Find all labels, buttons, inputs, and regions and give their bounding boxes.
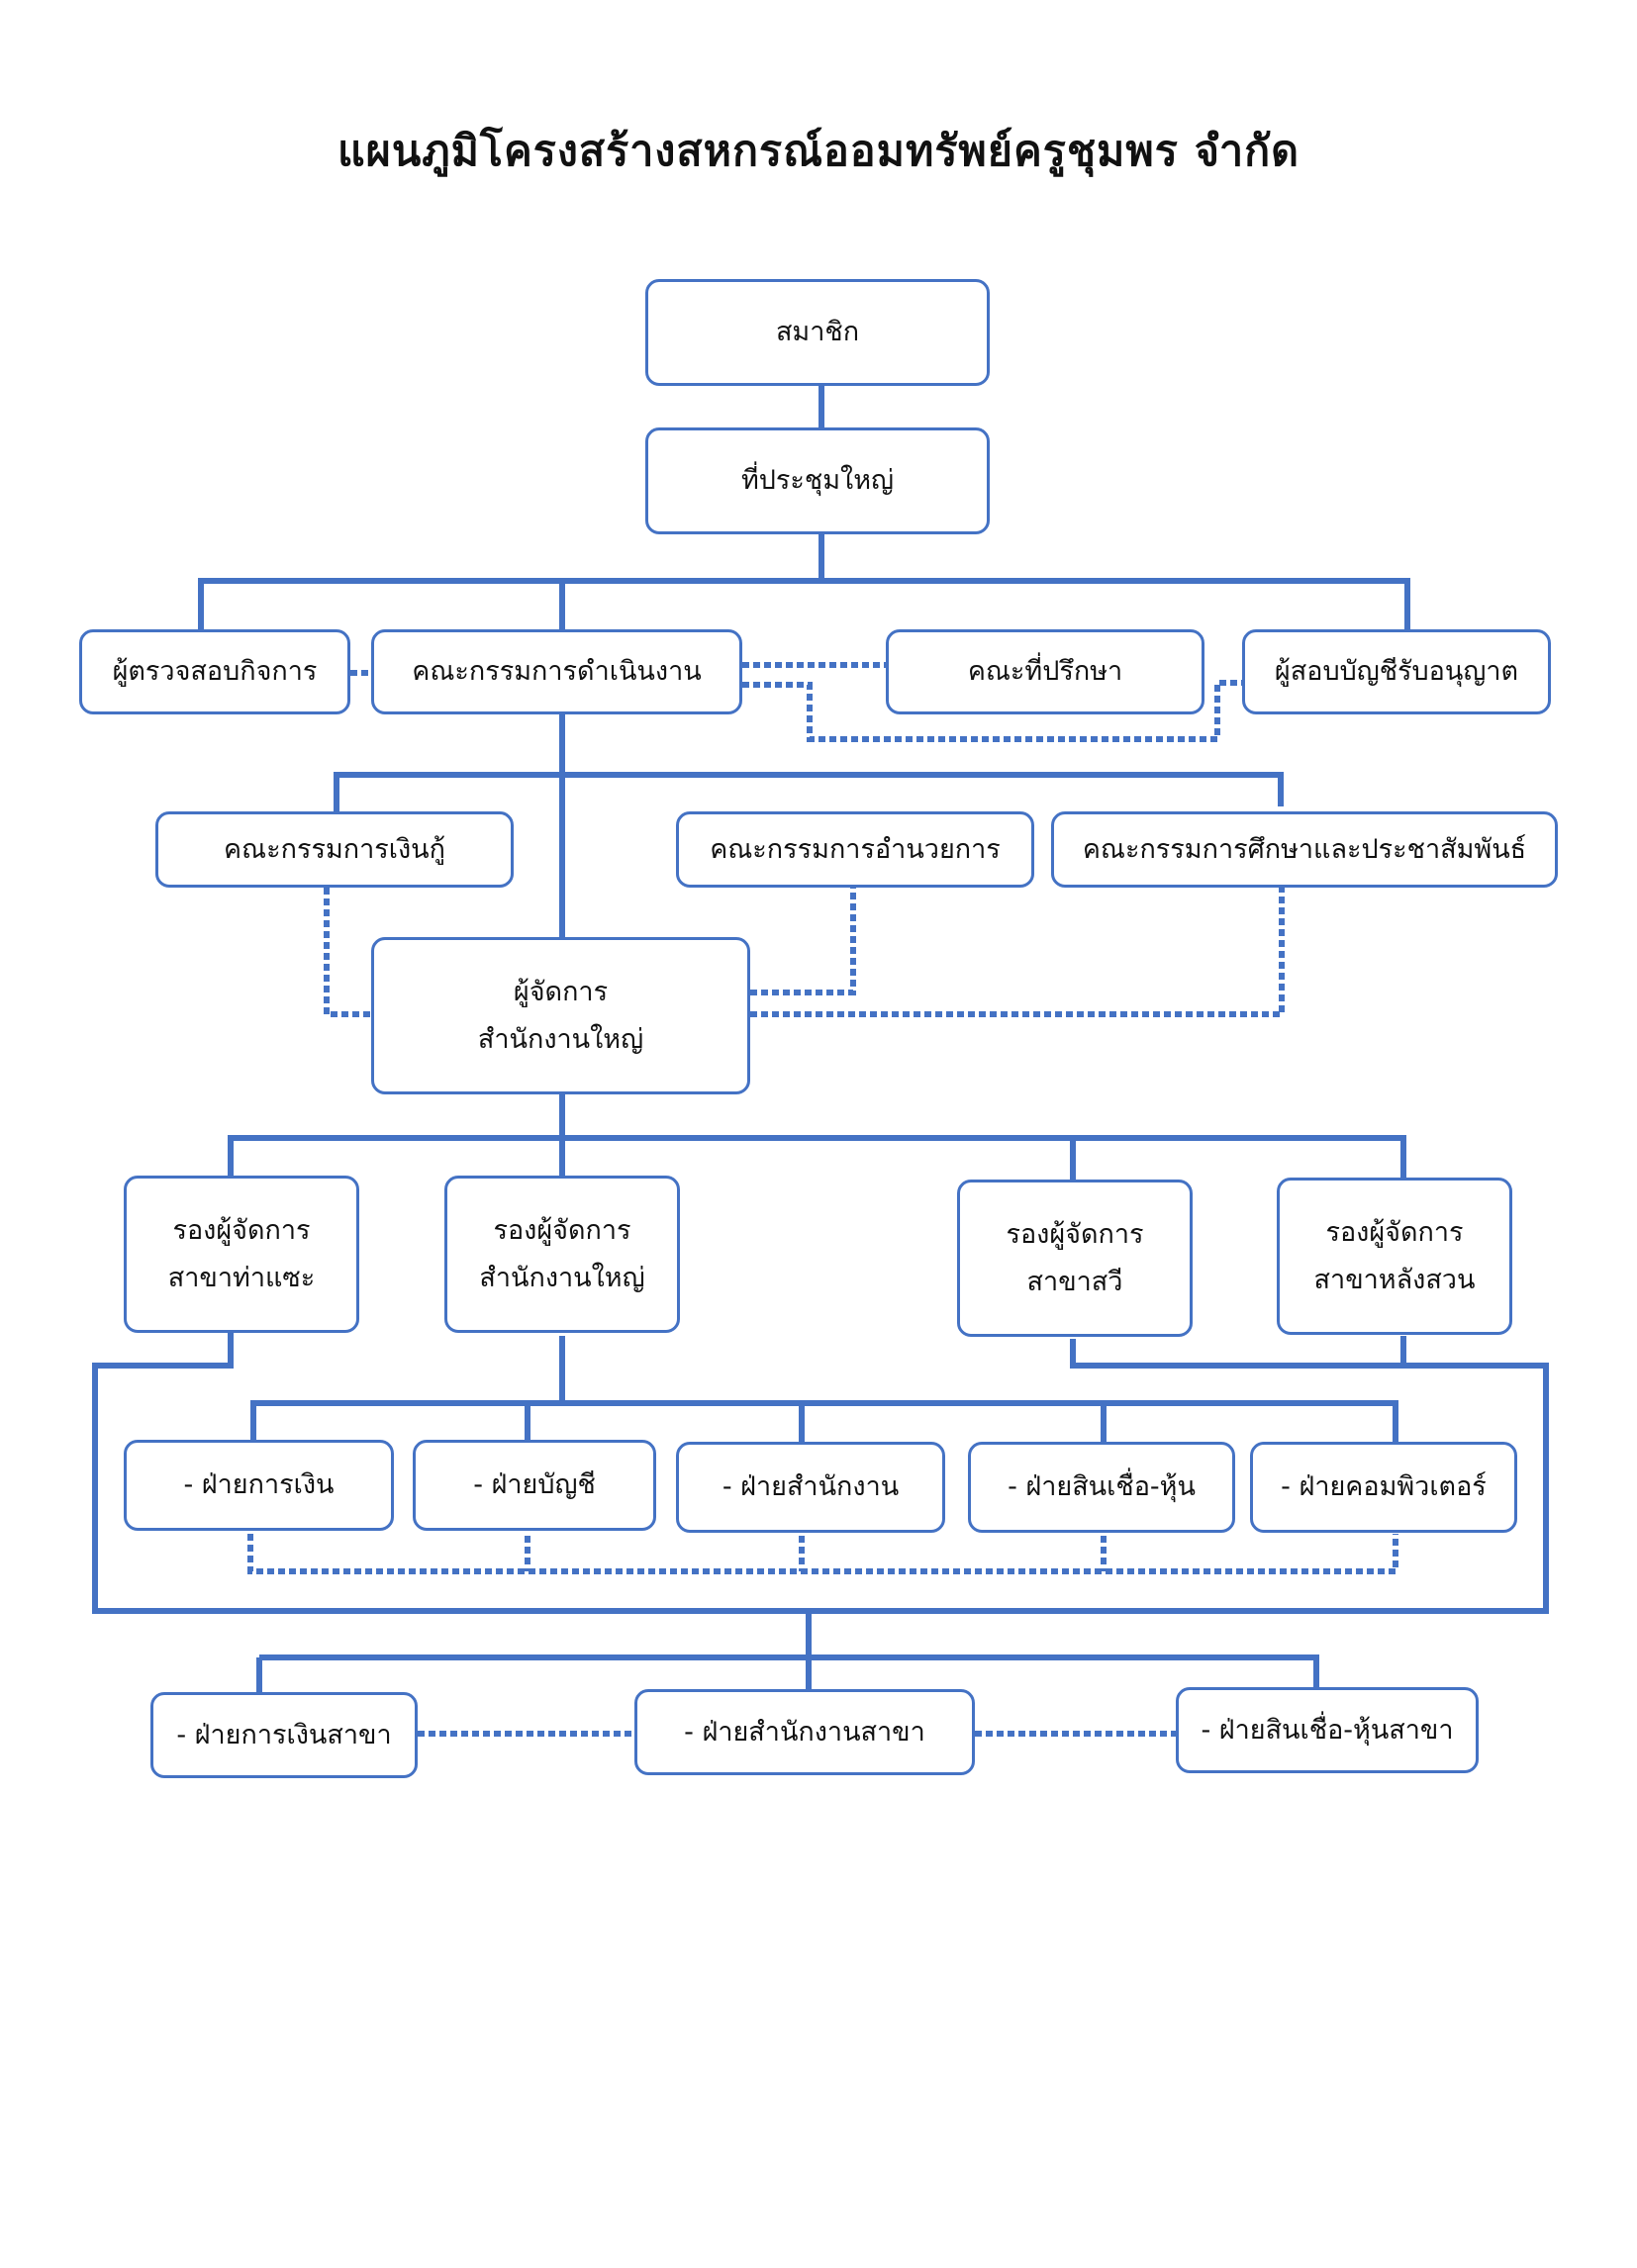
auditor-label: ผู้สอบบัญชีรับอนุญาต [1274, 656, 1519, 688]
deputy-sawi-line2: สาขาสวี [1026, 1266, 1123, 1297]
dept-office-label: - ฝ่ายสำนักงาน [722, 1471, 900, 1503]
deputy-langsuan-box: รองผู้จัดการ สาขาหลังสวน [1277, 1178, 1512, 1335]
branch-finance-label: - ฝ่ายการเงินสาขา [176, 1719, 392, 1750]
education-committee-box: คณะกรรมการศึกษาและประชาสัมพันธ์ [1051, 811, 1558, 888]
dept-credit-label: - ฝ่ายสินเชื่อ-หุ้น [1008, 1471, 1196, 1503]
deputy-sawi-line1: รองผู้จัดการ [1006, 1219, 1144, 1251]
dept-finance-label: - ฝ่ายการเงิน [183, 1469, 335, 1501]
chart-title: แผนภูมิโครงสร้างสหกรณ์ออมทรัพย์ครูชุมพร … [337, 127, 1300, 176]
general-meeting-label: ที่ประชุมใหญ่ [740, 465, 895, 497]
dept-office-box: - ฝ่ายสำนักงาน [676, 1442, 945, 1533]
manager-box: ผู้จัดการ สำนักงานใหญ่ [371, 937, 750, 1094]
branch-office-box: - ฝ่ายสำนักงานสาขา [634, 1689, 975, 1775]
manager-label-line1: ผู้จัดการ [513, 977, 609, 1008]
dept-accounting-box: - ฝ่ายบัญชี [413, 1440, 656, 1531]
branch-finance-box: - ฝ่ายการเงินสาขา [150, 1692, 418, 1778]
loan-committee-box: คณะกรรมการเงินกู้ [155, 811, 514, 888]
admin-committee-label: คณะกรรมการอำนวยการ [710, 833, 1001, 865]
dept-accounting-label: - ฝ่ายบัญชี [473, 1469, 596, 1501]
board-label: คณะกรรมการดำเนินงาน [412, 656, 702, 688]
general-meeting-box: ที่ประชุมใหญ่ [645, 427, 990, 534]
board-box: คณะกรรมการดำเนินงาน [371, 629, 742, 714]
branch-credit-label: - ฝ่ายสินเชื่อ-หุ้นสาขา [1201, 1714, 1454, 1746]
deputy-hq-line2: สำนักงานใหญ่ [479, 1262, 645, 1293]
inspector-label: ผู้ตรวจสอบกิจการ [112, 656, 318, 688]
deputy-hq-box: รองผู้จัดการ สำนักงานใหญ่ [444, 1176, 680, 1333]
deputy-thasae-box: รองผู้จัดการ สาขาท่าแซะ [124, 1176, 359, 1333]
deputy-hq-line1: รองผู้จัดการ [493, 1215, 631, 1247]
admin-committee-box: คณะกรรมการอำนวยการ [676, 811, 1034, 888]
advisors-label: คณะที่ปรึกษา [967, 656, 1123, 688]
dept-computer-box: - ฝ่ายคอมพิวเตอร์ [1250, 1442, 1517, 1533]
education-committee-label: คณะกรรมการศึกษาและประชาสัมพันธ์ [1082, 833, 1527, 865]
dept-finance-box: - ฝ่ายการเงิน [124, 1440, 394, 1531]
deputy-thasae-line1: รองผู้จัดการ [172, 1215, 311, 1247]
dept-computer-label: - ฝ่ายคอมพิวเตอร์ [1281, 1471, 1487, 1503]
branch-credit-box: - ฝ่ายสินเชื่อ-หุ้นสาขา [1176, 1687, 1479, 1773]
deputy-sawi-box: รองผู้จัดการ สาขาสวี [957, 1180, 1193, 1337]
deputy-langsuan-line2: สาขาหลังสวน [1313, 1264, 1476, 1295]
members-box: สมาชิก [645, 279, 990, 386]
deputy-langsuan-line1: รองผู้จัดการ [1325, 1217, 1464, 1249]
branch-office-label: - ฝ่ายสำนักงานสาขา [684, 1716, 925, 1748]
auditor-box: ผู้สอบบัญชีรับอนุญาต [1242, 629, 1551, 714]
deputy-thasae-line2: สาขาท่าแซะ [167, 1262, 316, 1293]
advisors-box: คณะที่ปรึกษา [886, 629, 1204, 714]
loan-committee-label: คณะกรรมการเงินกู้ [224, 833, 445, 865]
dept-credit-box: - ฝ่ายสินเชื่อ-หุ้น [968, 1442, 1235, 1533]
members-label: สมาชิก [775, 317, 860, 348]
manager-label-line2: สำนักงานใหญ่ [477, 1023, 644, 1055]
inspector-box: ผู้ตรวจสอบกิจการ [79, 629, 350, 714]
